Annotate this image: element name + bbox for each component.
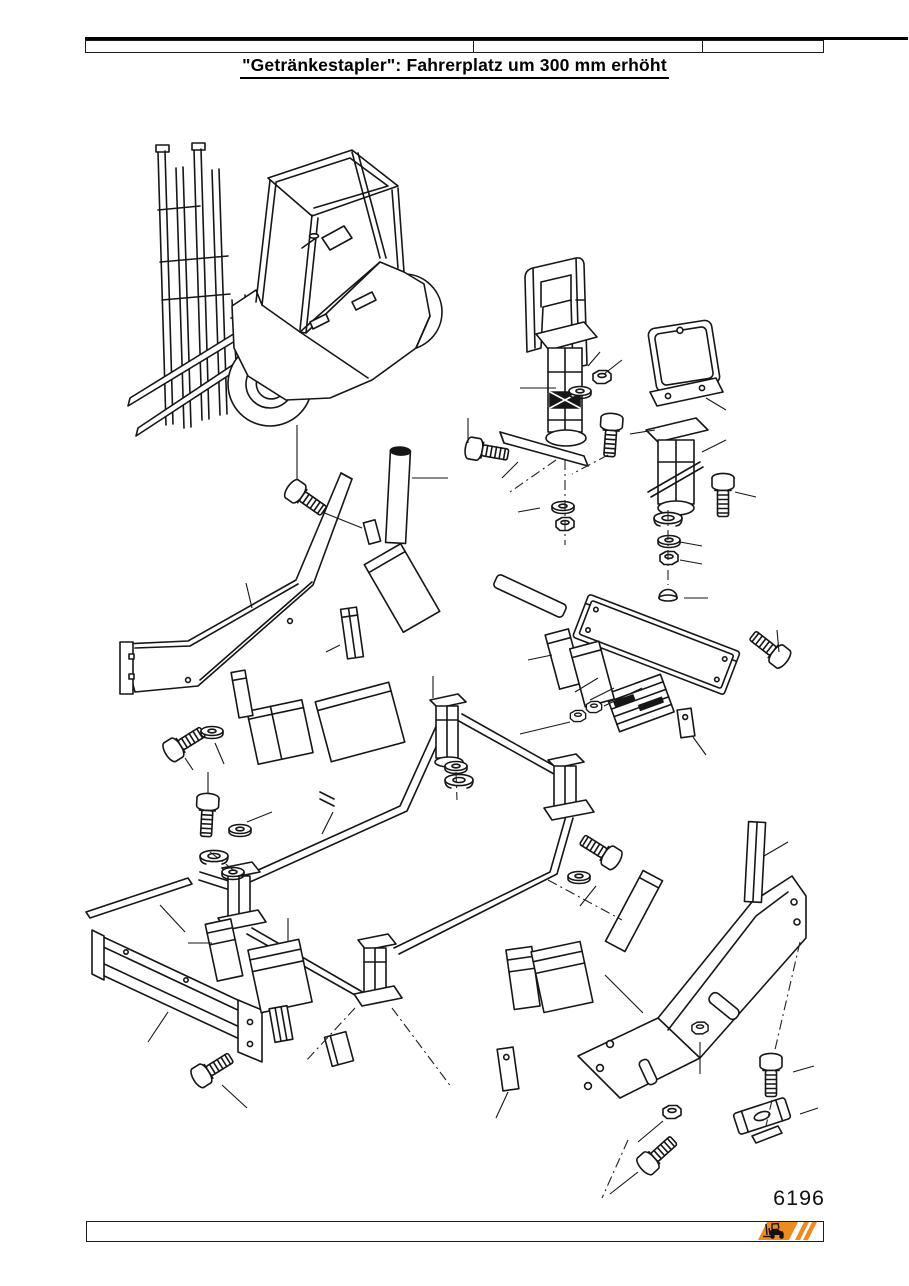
header-table-divider [473,41,475,52]
logo-stripe [789,1222,804,1240]
washer [567,870,591,885]
header-table [85,40,824,53]
leader-lines [147,351,819,1195]
hex-bolt [281,476,331,521]
frame-corner-post [543,753,595,821]
clip [362,519,382,545]
nut [592,369,612,385]
nut [585,700,603,714]
page-number: 6196 [773,1186,825,1210]
cap-plug [658,588,678,602]
right-arch-bracket [577,875,807,1099]
hex-bolt [711,472,735,518]
forklift-mast [155,142,231,429]
shim-strip [751,1125,783,1144]
washer [444,760,468,775]
flat-strip [493,574,567,618]
clip [496,1046,520,1092]
hex-bolt [194,792,221,838]
pad [314,681,406,763]
pad-strip [604,869,664,953]
nut [691,1021,709,1035]
pad [204,918,244,982]
nut [569,709,587,723]
forklift-icon [763,1222,784,1239]
clamp-plate [732,1097,792,1135]
forklift-logo [758,1222,817,1240]
page-title-text: "Getränkestapler": Fahrerplatz um 300 mm… [240,55,669,79]
cup-washer [199,849,229,865]
pad [530,940,594,1014]
pad-small [323,1030,355,1068]
logo-stripe [800,1222,812,1240]
cup-washer [444,773,474,789]
clip [676,707,696,739]
forklift-body [231,261,431,401]
bottom-left-rail [91,929,263,1063]
nut [662,1104,682,1120]
grille-plate [605,673,675,733]
header-table-divider [702,41,704,52]
pad [246,698,314,766]
washer [551,500,575,515]
stirrup-bracket-assembly [499,257,598,467]
channel-bracket [268,1004,294,1044]
square-pad-assembly [645,319,724,516]
frame-corner-post [429,693,467,768]
pad [247,938,313,1014]
hex-bolt [759,1052,783,1098]
washer [657,534,681,549]
assembly-center-lines [209,454,801,1199]
frame-corner-post [353,933,403,1007]
hex-bolt [187,1047,238,1091]
step-panel [572,594,741,695]
forklift-overview-drawing [127,142,443,437]
footer-bar [86,1221,824,1242]
tube-sleeve [384,446,412,545]
washer [228,823,252,838]
pad [568,640,616,708]
hex-bolt [745,625,795,672]
hex-bolt [575,829,626,873]
forklift-seat [301,225,353,251]
pad-strip [230,669,254,719]
hex-bolt [159,721,210,765]
left-arch-rail [119,472,353,695]
header-rule [85,37,908,40]
pad [505,945,541,1011]
rubber-pads [85,446,792,1144]
washer [200,725,224,740]
page-title: "Getränkestapler": Fahrerplatz um 300 mm… [0,55,909,79]
pad-strip [339,606,365,660]
pad-strip [743,820,767,904]
thin-bar [85,877,193,919]
angled-plate [363,542,441,634]
hex-bolt [597,411,625,458]
nut [659,550,679,566]
